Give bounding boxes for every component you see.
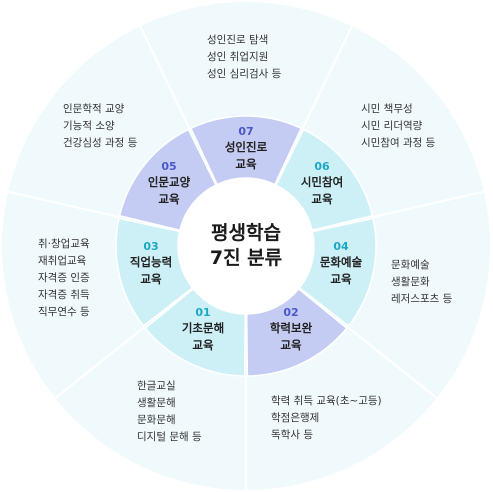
detail-line: 취·창업교육	[38, 238, 90, 250]
center-circle	[178, 178, 314, 314]
segment-02-details: 학력 취득 교육(초~고등) 학점은행제 독학사 등	[271, 393, 382, 444]
segment-07-details: 성인진로 탐색 성인 취업지원 성인 심리검사 등	[207, 32, 281, 83]
detail-line: 시민 리더역량	[361, 120, 423, 132]
segment-05-details: 인문학적 교양 기능적 소양 건강심성 과정 등	[63, 101, 137, 152]
center-title: 평생학습 7진 분류	[210, 221, 282, 271]
segment-01-title-line2: 교육	[192, 338, 214, 352]
segment-05-title-line2: 교육	[158, 192, 180, 206]
outer-divider	[7, 190, 120, 219]
segment-01-details: 한글교실 생활문해 문화문해 디지털 문해 등	[137, 378, 202, 446]
segment-04-label: 04 문화예술 교육	[320, 240, 362, 288]
segment-02-title-line2: 교육	[280, 338, 302, 352]
segment-07-label: 07 성인진로 교육	[225, 125, 267, 173]
segment-02-label: 02 학력보완 교육	[270, 306, 312, 354]
detail-line: 직무연수 등	[38, 306, 90, 318]
detail-line: 성인진로 탐색	[207, 34, 269, 46]
segment-05-number: 05	[161, 160, 177, 173]
segment-05-label: 05 인문교양 교육	[148, 160, 190, 208]
segment-03-title-line1: 직업능력	[129, 255, 173, 269]
segment-04-title-line2: 교육	[330, 272, 352, 286]
segment-07-title-line2: 교육	[235, 157, 257, 171]
segment-01-number: 01	[195, 306, 211, 319]
detail-line: 시민 책무성	[361, 103, 413, 115]
detail-line: 시민참여 과정 등	[361, 137, 436, 149]
segment-01-title-line1: 기초문해	[181, 321, 225, 335]
segment-07-title-line1: 성인진로	[224, 140, 268, 154]
detail-line: 성인 심리검사 등	[207, 68, 282, 80]
outer-divider	[347, 326, 438, 399]
detail-line: 문화예술	[391, 259, 430, 271]
segment-04-number: 04	[333, 240, 349, 253]
detail-line: 생활문해	[137, 397, 176, 409]
detail-line: 한글교실	[137, 380, 176, 392]
segment-06-number: 06	[314, 160, 330, 173]
segment-02-number: 02	[283, 306, 299, 319]
segment-07-number: 07	[238, 125, 254, 138]
segment-06-details: 시민 책무성 시민 리더역량 시민참여 과정 등	[361, 101, 435, 152]
segment-06-title-line1: 시민참여	[300, 175, 344, 189]
detail-line: 재취업교육	[38, 255, 87, 267]
segment-06-title-line2: 교육	[311, 192, 333, 206]
outer-divider	[54, 326, 145, 399]
segment-03-details: 취·창업교육 재취업교육 자격증 인증 자격증 취득 직무연수 등	[38, 236, 90, 321]
segment-03-number: 03	[143, 240, 159, 253]
detail-line: 건강심성 과정 등	[63, 137, 138, 149]
detail-line: 인문학적 교양	[63, 103, 125, 115]
detail-line: 기능적 소양	[63, 120, 115, 132]
detail-line: 학력 취득 교육(초~고등)	[271, 395, 382, 407]
outer-divider	[139, 25, 191, 130]
detail-line: 자격증 인증	[38, 272, 90, 284]
outer-divider	[372, 190, 485, 219]
detail-line: 독학사 등	[271, 429, 313, 441]
segment-01-label: 01 기초문해 교육	[182, 306, 224, 354]
detail-line: 레저스포츠 등	[391, 293, 453, 305]
segment-02-title-line1: 학력보완	[269, 321, 313, 335]
segment-04-title-line1: 문화예술	[319, 255, 363, 269]
segment-03-label: 03 직업능력 교육	[130, 240, 172, 288]
segment-06-label: 06 시민참여 교육	[301, 160, 343, 208]
segment-05-title-line1: 인문교양	[147, 175, 191, 189]
segment-03-title-line2: 교육	[140, 272, 162, 286]
center-title-line1: 평생학습	[211, 222, 281, 244]
detail-line: 성인 취업지원	[207, 51, 269, 63]
detail-line: 자격증 취득	[38, 289, 90, 301]
detail-line: 학점은행제	[271, 412, 320, 424]
detail-line: 생활문화	[391, 276, 430, 288]
detail-line: 문화문해	[137, 414, 176, 426]
center-title-line2: 7진 분류	[209, 247, 283, 269]
detail-line: 디지털 문해 등	[137, 431, 202, 443]
segment-04-details: 문화예술 생활문화 레저스포츠 등	[391, 257, 452, 308]
outer-divider	[301, 25, 353, 130]
